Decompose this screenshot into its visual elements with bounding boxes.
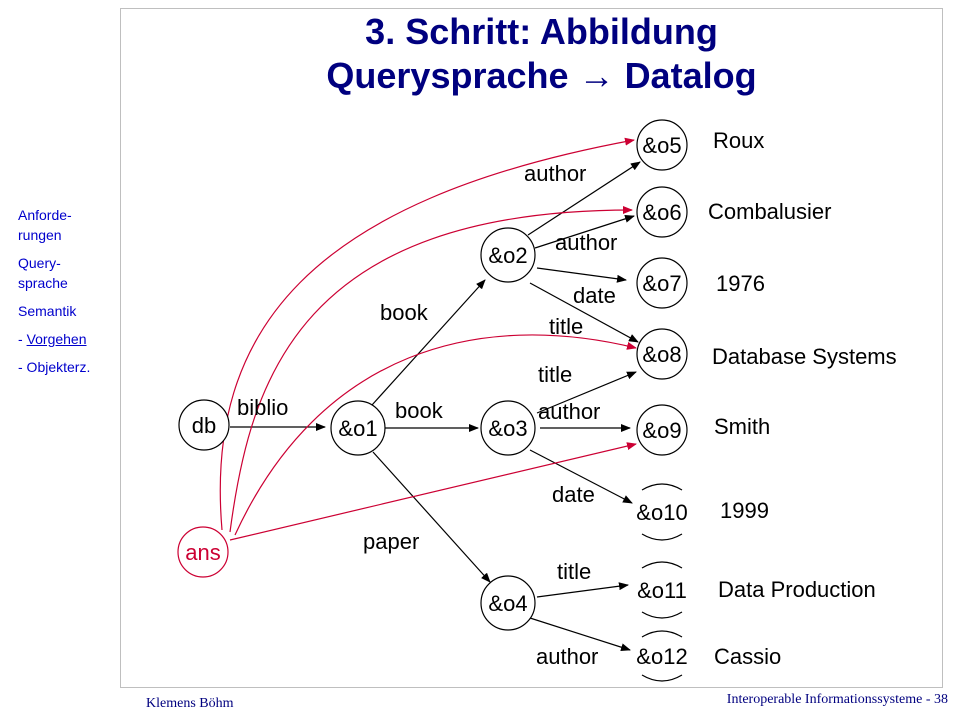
value-1976: 1976 bbox=[716, 271, 765, 296]
value-combalusier: Combalusier bbox=[708, 199, 832, 224]
edge-label-book-o2: book bbox=[380, 300, 429, 325]
edge-label-date-o7: date bbox=[573, 283, 616, 308]
value-roux: Roux bbox=[713, 128, 764, 153]
edge-label-author-o12: author bbox=[536, 644, 598, 669]
edge-paper-o4 bbox=[372, 451, 491, 583]
footer-course: Interoperable Informationssysteme - 38 bbox=[726, 692, 948, 707]
node-ans-label: ans bbox=[185, 540, 220, 565]
edge-date-o7 bbox=[536, 267, 627, 283]
nav-item-objekterz[interactable]: - Objekterz. bbox=[18, 359, 91, 375]
edge-label-author-o5: author bbox=[524, 161, 586, 186]
edge-ans-o8 bbox=[234, 334, 637, 536]
edge-ans-o9 bbox=[229, 442, 637, 541]
node-o10-bottom-arc bbox=[641, 533, 683, 541]
value-cassio: Cassio bbox=[714, 644, 781, 669]
edge-ans-o5 bbox=[219, 137, 635, 531]
node-o9-label: &o9 bbox=[642, 418, 681, 443]
node-o3 bbox=[480, 400, 536, 456]
node-o11-label: &o11 bbox=[637, 578, 687, 603]
edge-author-o12 bbox=[529, 617, 631, 652]
node-o5-label: &o5 bbox=[642, 133, 681, 158]
title-datalog: Datalog bbox=[624, 55, 757, 96]
edge-label-title-o8-a: title bbox=[549, 314, 583, 339]
edge-label-book-o3: book bbox=[395, 398, 444, 423]
node-o12-bottom-arc bbox=[641, 674, 683, 682]
title-line-1: 3. Schritt: Abbildung bbox=[365, 11, 718, 52]
title-line-2: Querysprache → Datalog bbox=[120, 54, 960, 98]
node-o2 bbox=[480, 227, 536, 283]
value-1999: 1999 bbox=[720, 498, 769, 523]
node-o11-bottom-arc bbox=[641, 611, 683, 619]
node-ans bbox=[177, 526, 229, 578]
node-o10-label: &o10 bbox=[636, 500, 687, 525]
nav-item-querysprache[interactable]: Query-sprache bbox=[18, 255, 68, 291]
node-o9 bbox=[636, 404, 688, 456]
edge-ans-o6 bbox=[229, 206, 633, 533]
node-o10-top-arc bbox=[641, 483, 683, 491]
node-o1-label: &o1 bbox=[338, 416, 377, 441]
edge-title-o8-from-o2 bbox=[529, 282, 639, 343]
node-o1 bbox=[330, 400, 386, 456]
edge-title-o8-from-o3 bbox=[536, 371, 637, 414]
edge-author-o5 bbox=[527, 161, 641, 236]
edge-label-date-o10: date bbox=[552, 482, 595, 507]
node-o12-top-arc bbox=[641, 630, 683, 638]
node-o4-label: &o4 bbox=[488, 591, 527, 616]
title-querysprache: Querysprache bbox=[326, 55, 569, 96]
node-o7 bbox=[636, 257, 688, 309]
node-o3-label: &o3 bbox=[488, 416, 527, 441]
value-database-systems: Database Systems bbox=[712, 344, 897, 369]
nav-item-vorgehen[interactable]: - Vorgehen bbox=[18, 331, 87, 347]
node-o4 bbox=[480, 575, 536, 631]
node-o2-label: &o2 bbox=[488, 243, 527, 268]
side-navigation: Anforde-rungen Query-sprache Semantik - … bbox=[18, 205, 118, 385]
node-o6 bbox=[636, 186, 688, 238]
node-o11-top-arc bbox=[641, 561, 683, 569]
node-o5 bbox=[636, 119, 688, 171]
edge-book-o2 bbox=[371, 279, 486, 406]
edge-title-o11 bbox=[536, 582, 629, 598]
edge-label-title-o8-b: title bbox=[538, 362, 572, 387]
edge-author-o6 bbox=[534, 214, 635, 249]
node-o6-label: &o6 bbox=[642, 200, 681, 225]
node-db bbox=[178, 399, 230, 451]
slide-frame bbox=[120, 8, 943, 688]
value-data-production: Data Production bbox=[718, 577, 876, 602]
node-o8-label: &o8 bbox=[642, 342, 681, 367]
edge-label-paper: paper bbox=[363, 529, 419, 554]
nav-item-semantik[interactable]: Semantik bbox=[18, 303, 77, 319]
edge-label-author-o6: author bbox=[555, 230, 617, 255]
edge-label-title-o11: title bbox=[557, 559, 591, 584]
edge-label-author-o9: author bbox=[538, 399, 600, 424]
footer-author: Klemens Böhm bbox=[146, 696, 234, 711]
node-o8 bbox=[636, 328, 688, 380]
value-smith: Smith bbox=[714, 414, 770, 439]
node-o7-label: &o7 bbox=[642, 271, 681, 296]
edge-date-o10 bbox=[529, 449, 633, 504]
arrow-icon: → bbox=[578, 55, 615, 96]
nav-item-anforderungen[interactable]: Anforde-rungen bbox=[18, 207, 72, 243]
node-db-label: db bbox=[192, 413, 216, 438]
node-o12-label: &o12 bbox=[636, 644, 687, 669]
slide-title: 3. Schritt: Abbildung Querysprache → Dat… bbox=[120, 10, 960, 98]
edge-label-biblio: biblio bbox=[237, 395, 288, 420]
